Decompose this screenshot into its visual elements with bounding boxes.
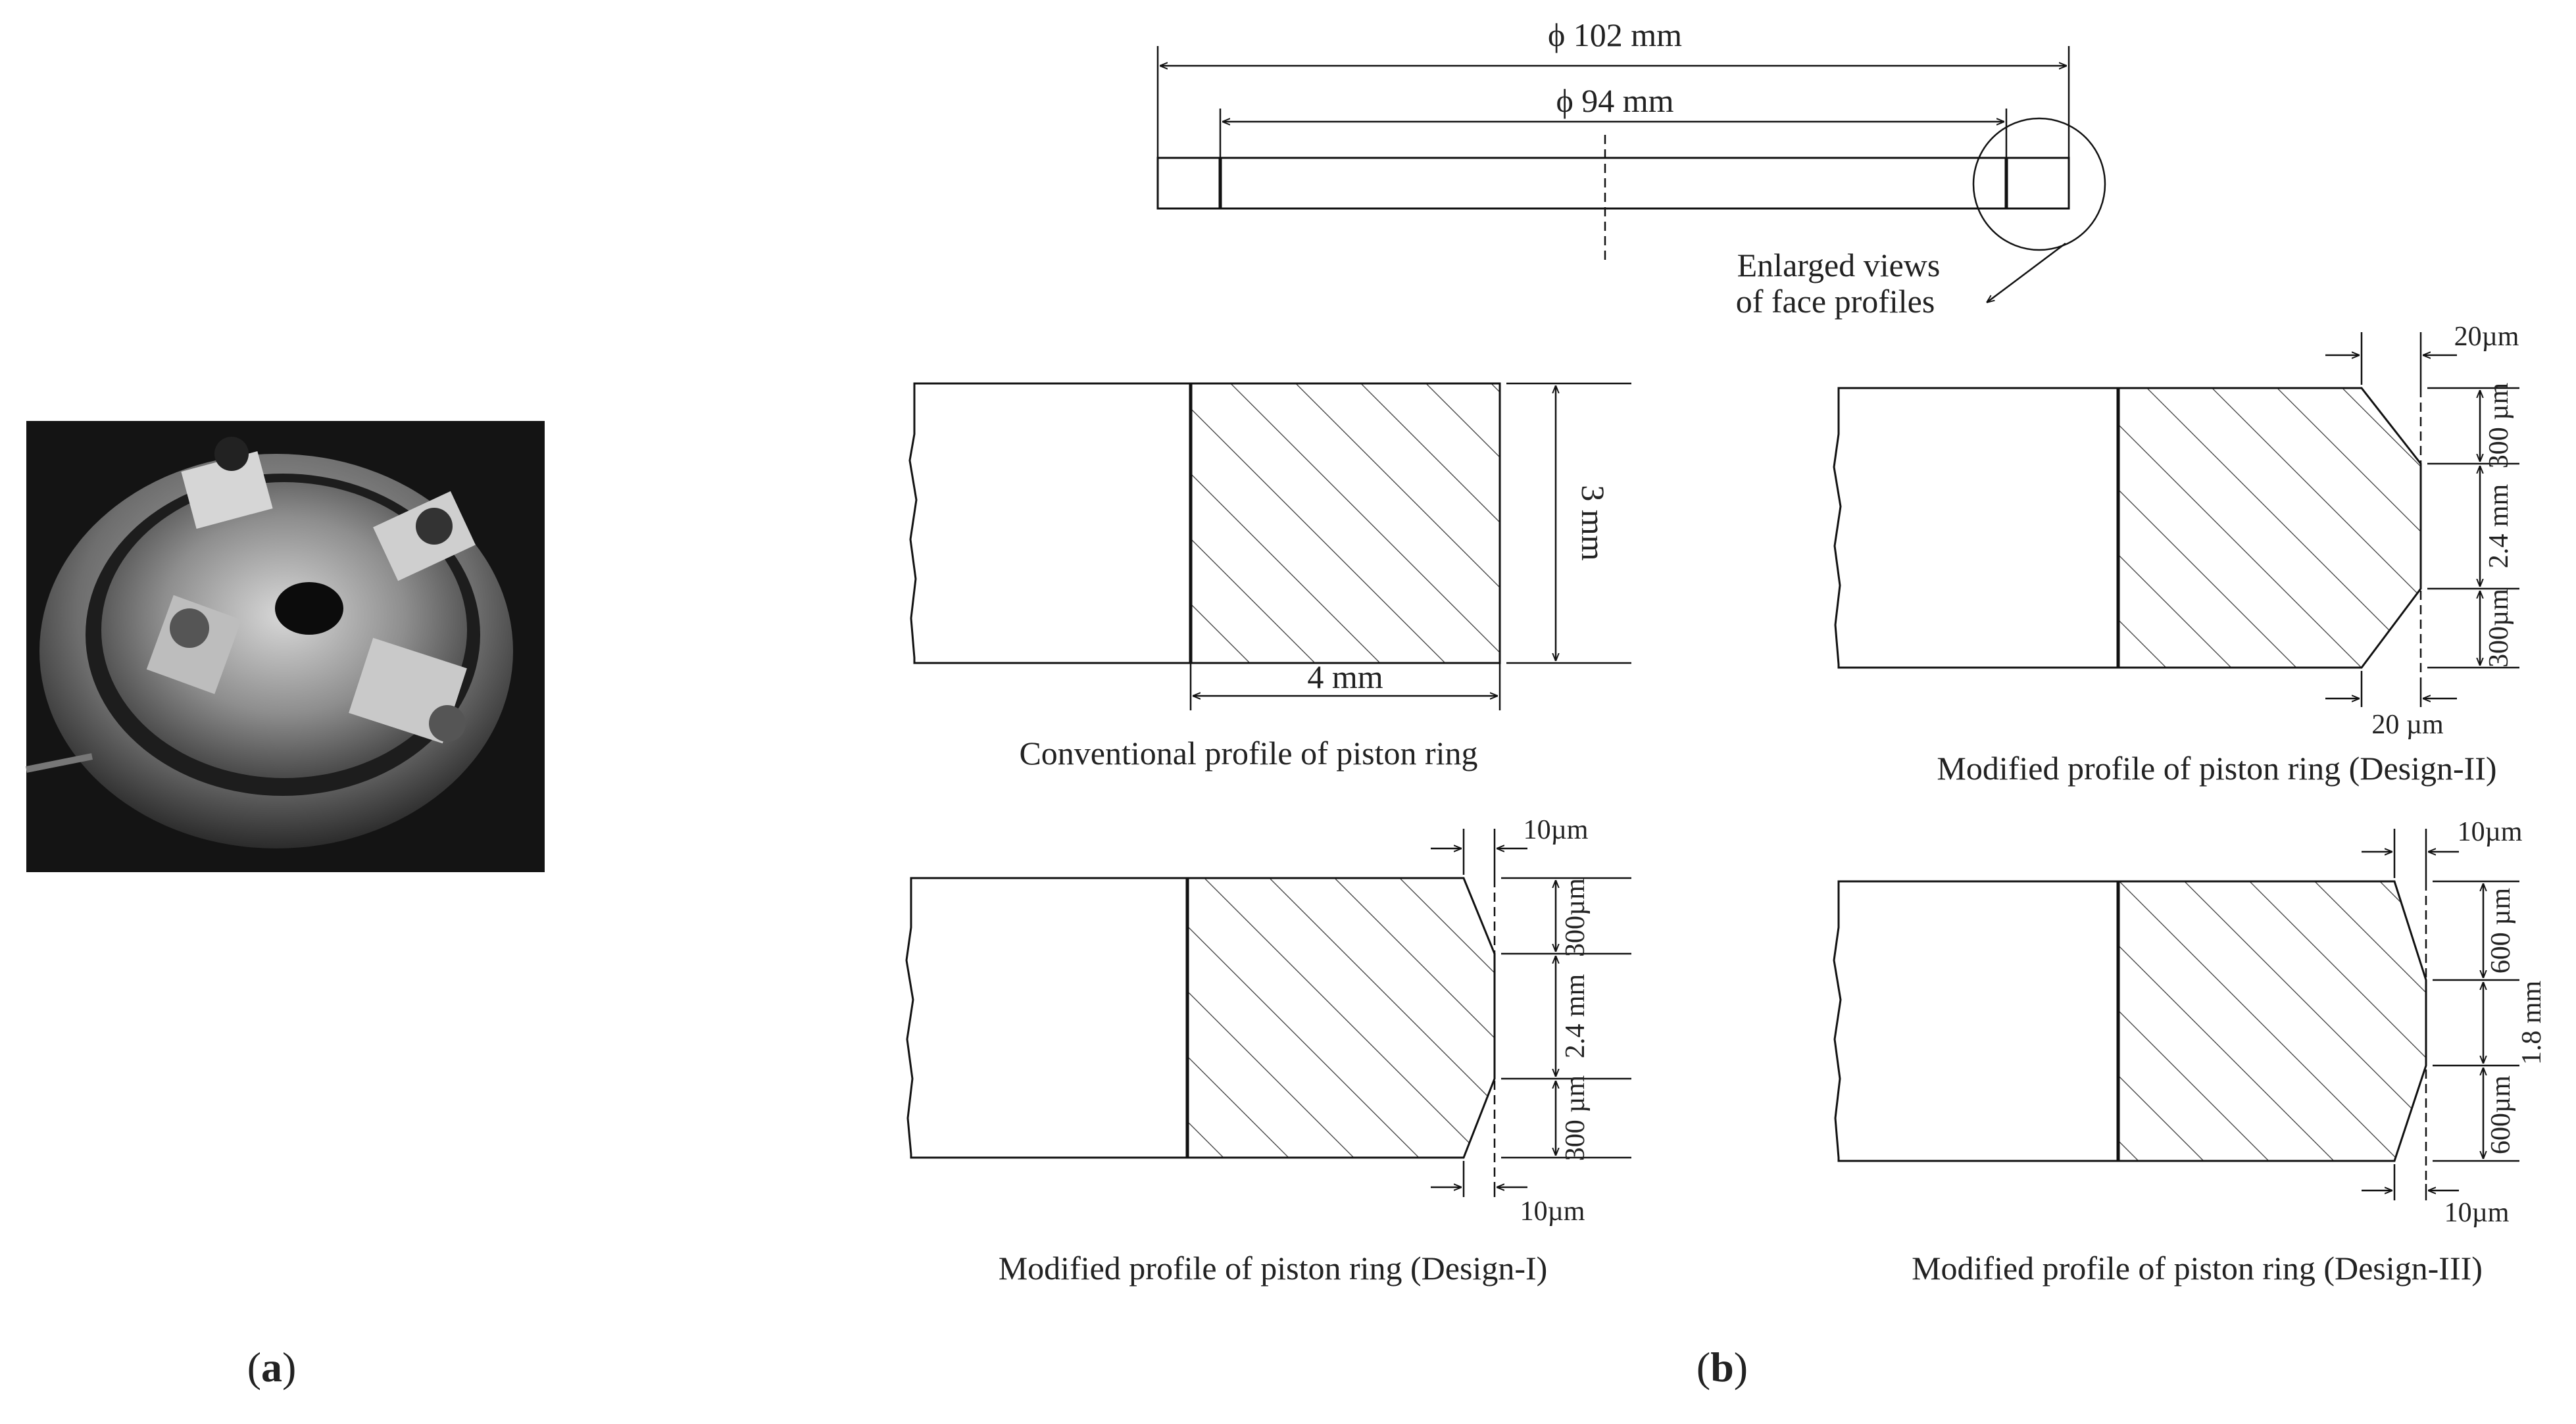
test-rig-photo [26,421,545,872]
clamp-block-top-right [373,491,476,581]
design1-caption: Modified profile of piston ring (Design-… [999,1250,1548,1287]
profile-design-3: 10µm 600 µm 1.8 mm 600µm 10µm Modified p… [1833,817,2547,1287]
design2-seg-mid: 2.4 mm [2484,484,2514,569]
design3-bottom-offset: 10µm [2444,1198,2510,1228]
design1-top-offset: 10µm [1523,815,1589,845]
profile-design-1: 10µm 300µm 2.4 mm 300 µm 10µm Modified p… [905,815,1631,1287]
design1-seg-top: 300µm [1560,878,1591,957]
design2-seg-top: 300 µm [2484,382,2514,468]
outer-diameter-label: ϕ 102 mm [1548,16,1682,53]
conventional-height-label: 3 mm [1575,485,1612,560]
design3-caption: Modified profile of piston ring (Design-… [1912,1250,2483,1287]
profile-conventional: 3 mm 4 mm Conventional profile of piston… [908,382,1631,772]
conventional-caption: Conventional profile of piston ring [1019,735,1477,772]
design2-bottom-offset: 20 µm [2371,710,2444,740]
design3-top-offset: 10µm [2458,817,2523,847]
panel-label-a-letter: a [261,1344,282,1390]
design2-caption: Modified profile of piston ring (Design-… [1937,750,2496,787]
panel-label-b-letter: b [1710,1344,1734,1390]
clamp-block-left [146,595,242,695]
profile-design-2: 20µm 300 µm 2.4 mm 300µm 20 µm Modified … [1833,322,2519,787]
ring-top-view: ϕ 102 mm ϕ 94 mm Enlarged views of face … [1156,16,2106,320]
conventional-width-label: 4 mm [1307,658,1383,695]
panel-label-b: (b) [1697,1344,1748,1390]
design2-top-offset: 20µm [2454,322,2519,352]
enlarged-view-callout-circle [1972,117,2106,251]
panel-label-a: (a) [247,1344,297,1390]
design2-seg-bottom: 300µm [2484,589,2514,668]
clamp-block-bottom-right [349,637,467,744]
callout-line-1: Enlarged views [1737,247,1941,283]
design1-seg-bottom: 300 µm [1560,1075,1591,1161]
design3-seg-top: 600 µm [2486,887,2516,973]
design3-seg-bottom: 600µm [2486,1075,2516,1154]
callout-line-2: of face profiles [1736,283,1935,320]
design1-seg-mid: 2.4 mm [1560,974,1591,1059]
inner-diameter-label: ϕ 94 mm [1556,82,1673,119]
clamp-block-top-left [181,437,273,529]
design1-bottom-offset: 10µm [1520,1196,1585,1227]
design3-seg-mid: 1.8 mm [2517,981,2547,1066]
